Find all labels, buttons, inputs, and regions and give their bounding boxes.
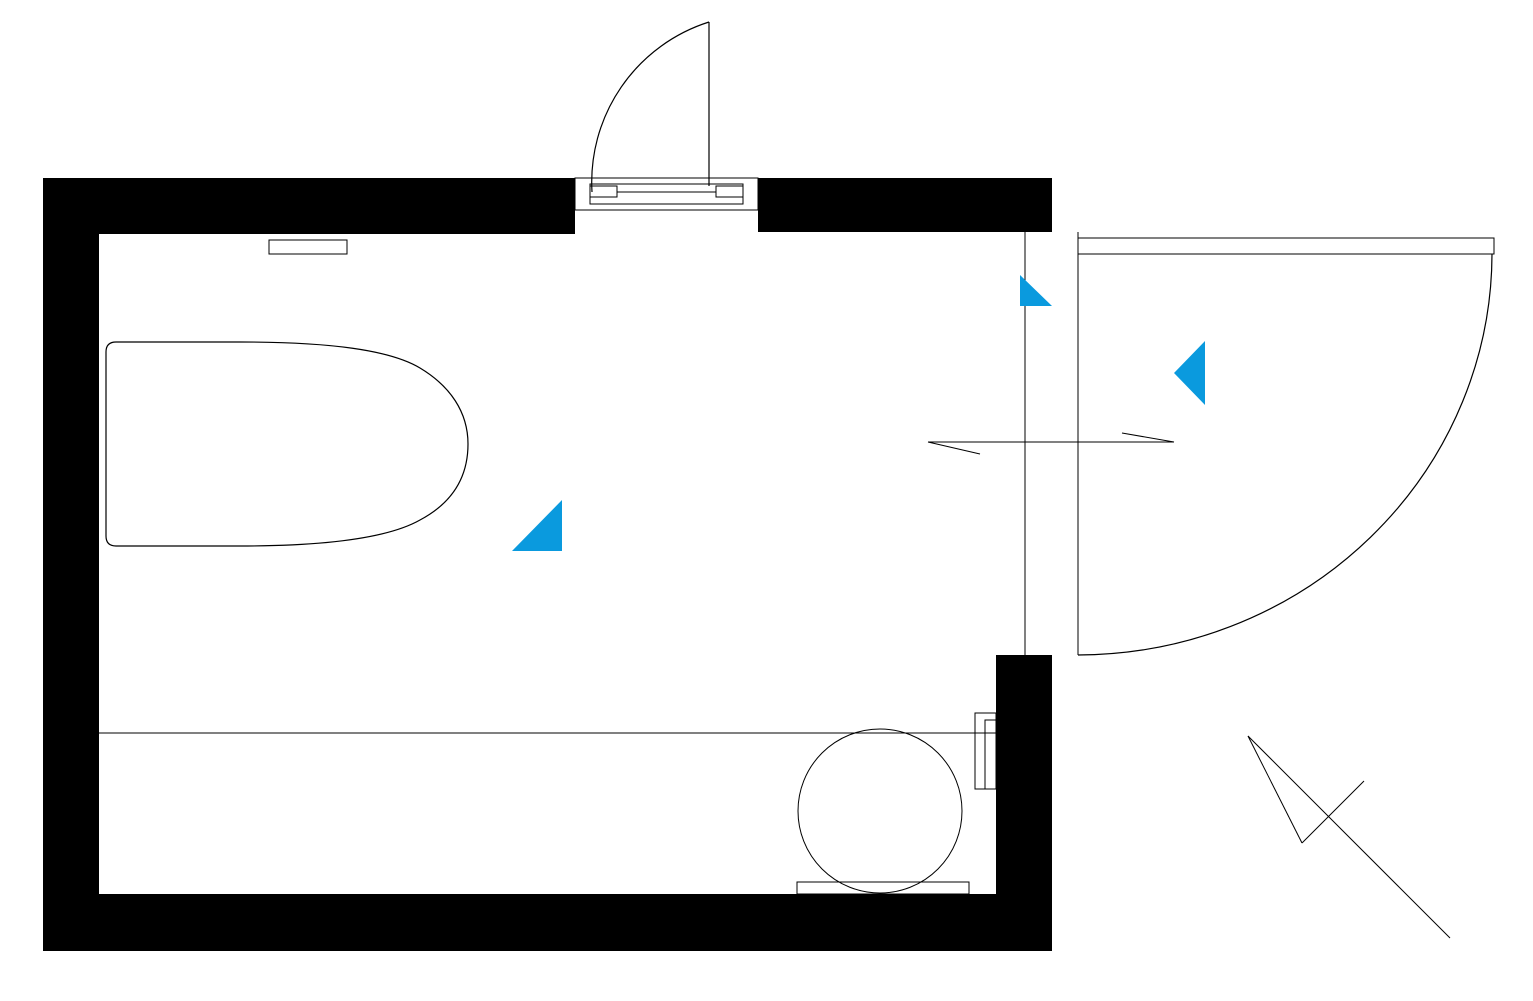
bathtub: [105, 341, 469, 547]
small-shelf: [268, 239, 348, 255]
walls: [43, 178, 1052, 951]
section-tick-left: [927, 441, 981, 455]
washbasin-base: [796, 881, 970, 895]
view-marker-top-right: [1020, 275, 1052, 306]
wall-right-lower: [996, 655, 1052, 951]
section-cut-line: [927, 432, 1175, 455]
north-arrow-head-a: [1247, 735, 1303, 844]
top-door: [574, 21, 759, 211]
top-door-threshold: [589, 183, 744, 205]
section-tick-right: [1121, 432, 1175, 443]
north-arrow-shaft: [1247, 735, 1451, 939]
top-door-swing-arc: [591, 21, 710, 193]
washbasin-circle: [797, 728, 963, 894]
wall-top-left: [43, 178, 575, 234]
right-door-leaf: [1077, 237, 1495, 255]
top-door-frame: [574, 177, 759, 211]
wall-cabinet-inner: [984, 719, 997, 790]
north-arrow-icon: [1247, 735, 1451, 939]
top-door-jamb-left: [589, 185, 618, 198]
wall-cabinet: [974, 712, 997, 790]
view-marker-center: [512, 500, 562, 551]
top-door-jamb-right: [715, 185, 744, 198]
view-markers: [512, 275, 1205, 551]
north-arrow-head-b: [1301, 780, 1365, 844]
right-door: [1024, 232, 1495, 656]
wall-top-right: [758, 178, 1052, 232]
wall-bottom: [43, 894, 1052, 951]
view-marker-door: [1174, 341, 1205, 405]
right-door-swing-arc: [1077, 253, 1493, 656]
wall-left: [43, 178, 99, 951]
